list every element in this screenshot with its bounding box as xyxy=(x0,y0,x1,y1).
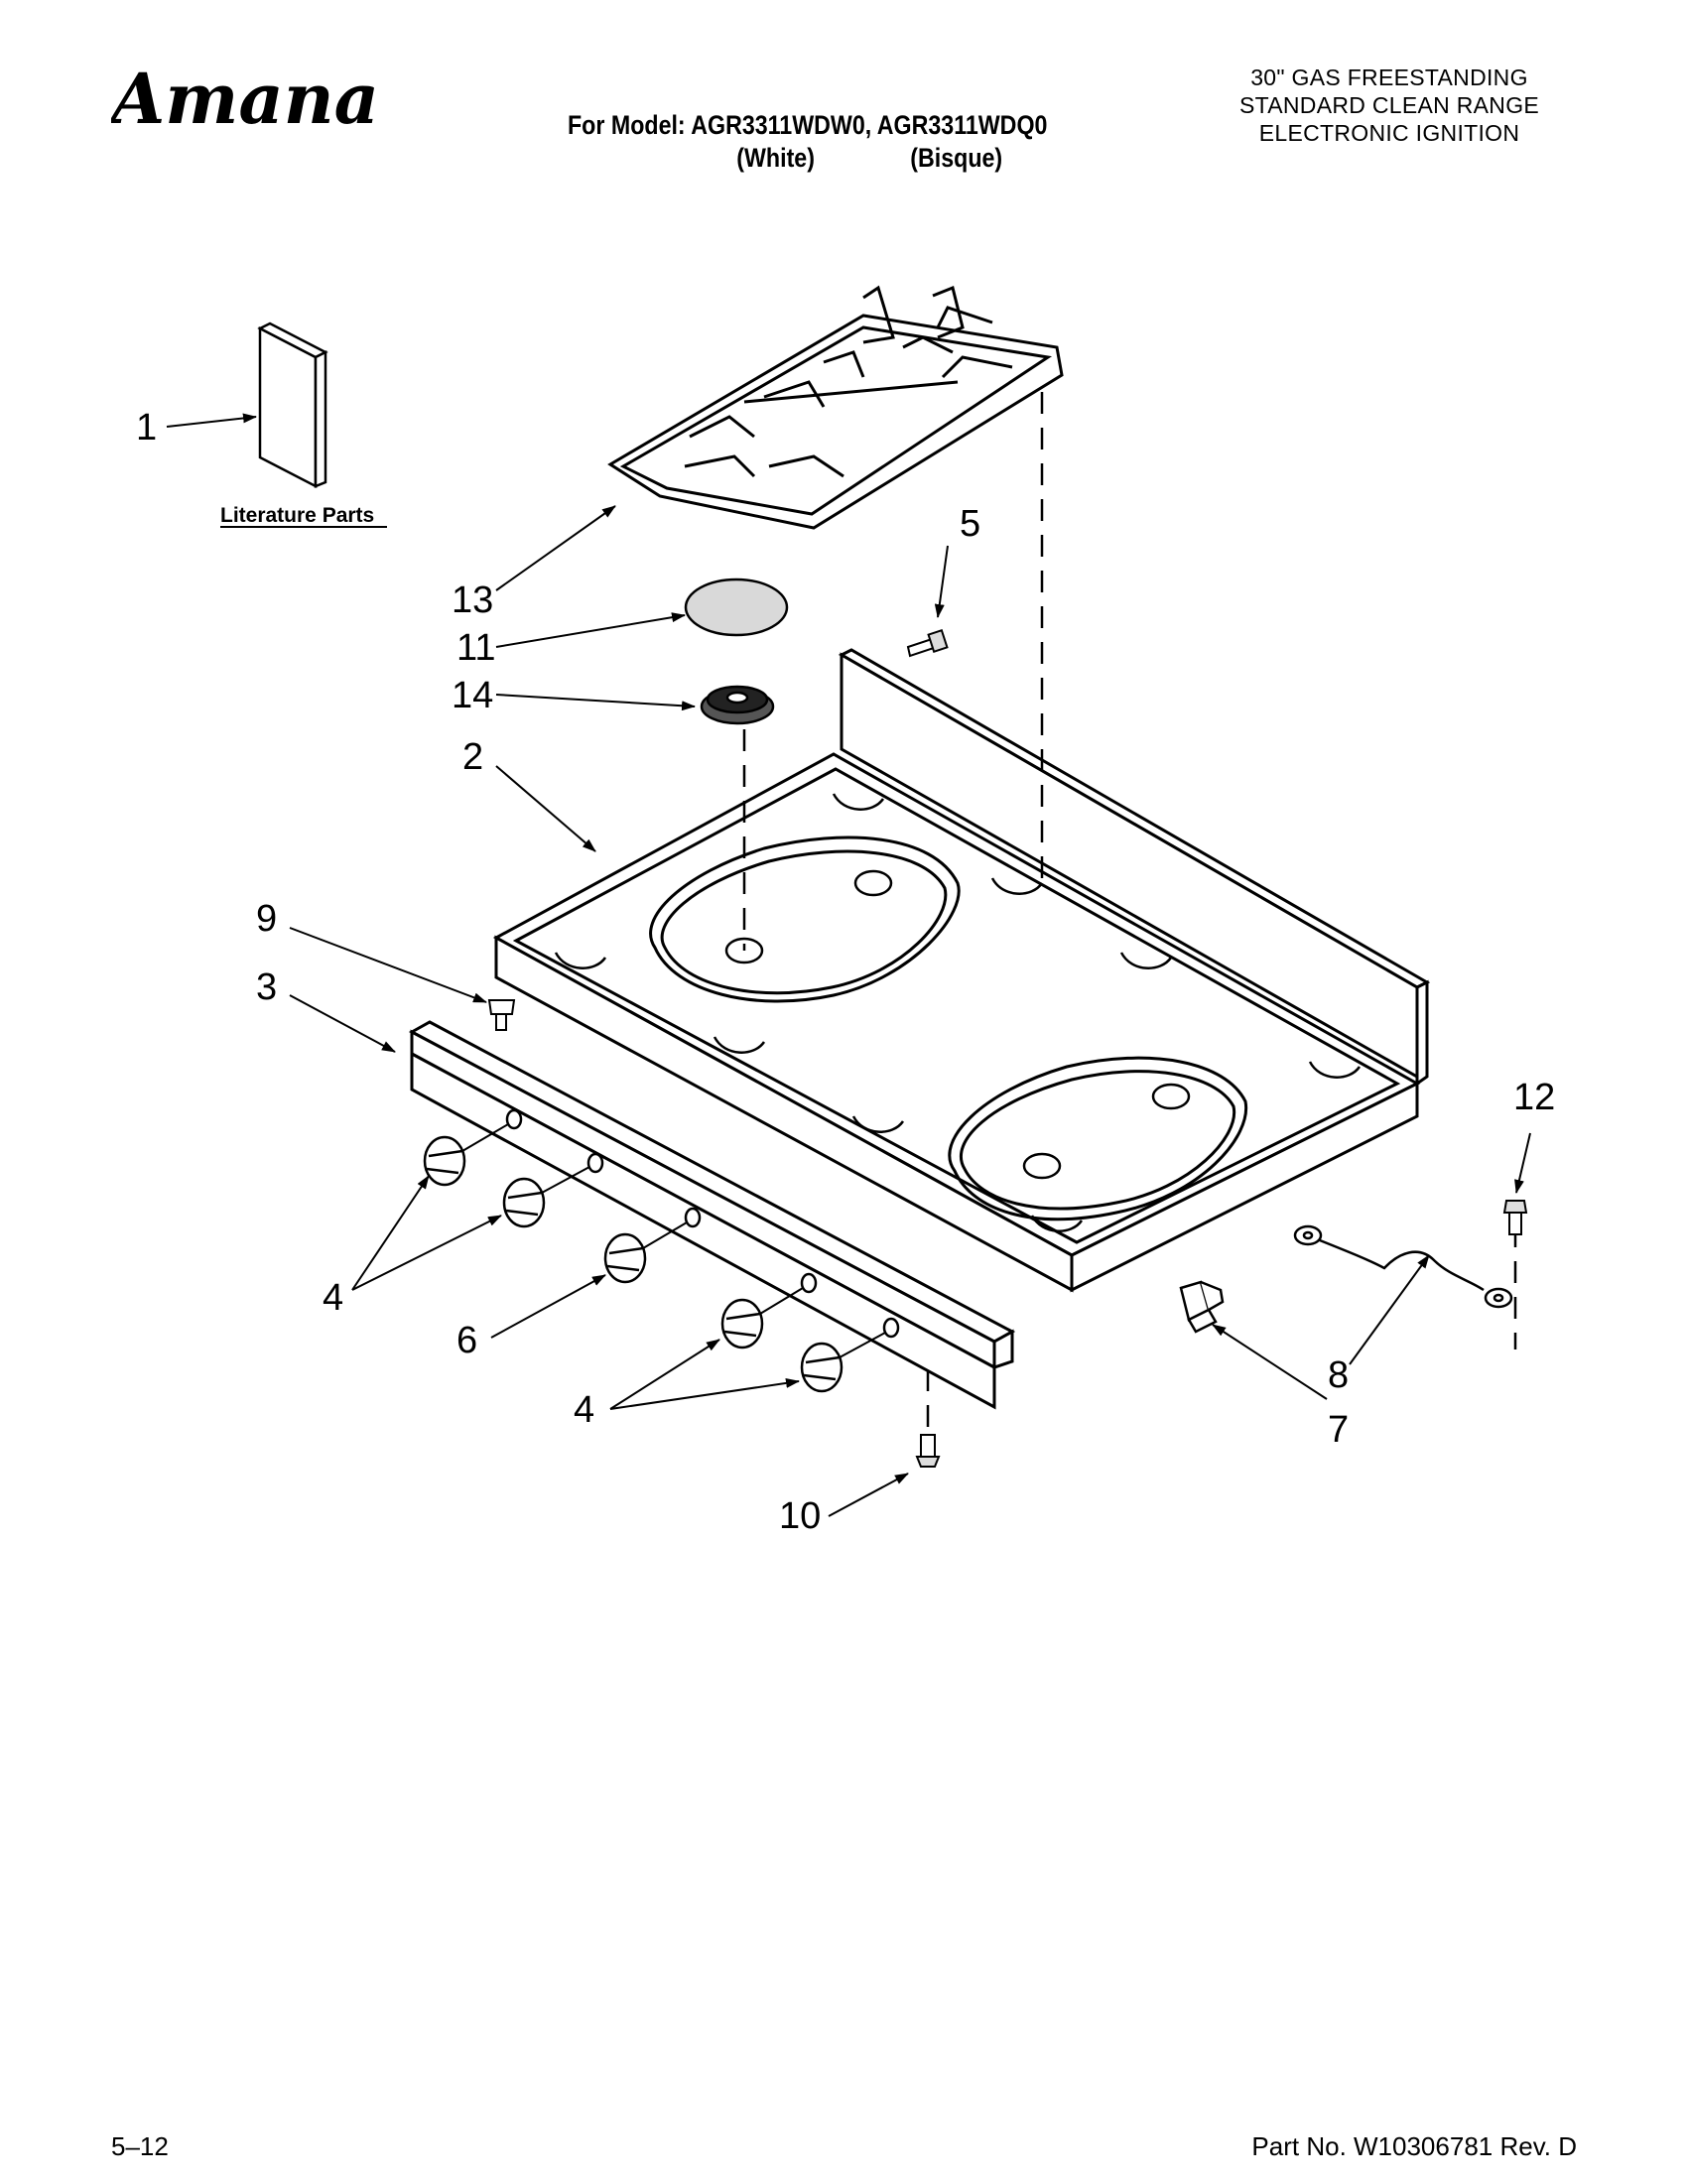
knob-to-panel-lines xyxy=(461,1123,886,1358)
literature-parts-label: Literature Parts xyxy=(220,504,374,527)
burner-holes xyxy=(724,869,1191,1180)
manifold-panel xyxy=(408,1020,1016,1410)
callout-8: 8 xyxy=(1328,1354,1349,1396)
bracket-clip-7 xyxy=(1179,1280,1225,1334)
burner-cap xyxy=(684,578,789,637)
callout-14: 14 xyxy=(452,675,493,716)
amana-logo-mark: Amana xyxy=(105,58,379,140)
callout-leaders xyxy=(166,413,1531,1517)
callout-1: 1 xyxy=(136,407,157,449)
screw-10 xyxy=(915,1434,941,1468)
ground-wire-8 xyxy=(1293,1224,1513,1309)
knob-2 xyxy=(502,1177,546,1228)
variant-white: (White) xyxy=(736,143,815,173)
burner-grate xyxy=(607,285,1064,530)
part-number: Part No. W10306781 Rev. D xyxy=(1251,2131,1577,2161)
deck-scallops xyxy=(554,793,1362,1232)
callout-3: 3 xyxy=(256,966,277,1008)
variant-bisque: (Bisque) xyxy=(910,143,1003,173)
burner-head xyxy=(700,685,775,725)
callout-11: 11 xyxy=(456,627,495,669)
callout-4-left: 4 xyxy=(323,1277,343,1319)
callout-13: 13 xyxy=(452,579,493,621)
knob-4 xyxy=(720,1298,764,1349)
callout-7: 7 xyxy=(1328,1409,1349,1451)
knob-3 xyxy=(603,1232,647,1284)
callout-6: 6 xyxy=(456,1320,477,1361)
brand-wordmark: Amana xyxy=(111,58,379,140)
callout-2: 2 xyxy=(462,736,483,778)
cooktop-main-top xyxy=(492,648,1431,1293)
description-line-1: 30" GAS FREESTANDING xyxy=(1250,64,1528,90)
amana-logo: Amana xyxy=(105,52,389,146)
callout-5: 5 xyxy=(960,503,980,545)
callout-4-right: 4 xyxy=(574,1389,594,1431)
description-line-2: STANDARD CLEAN RANGE xyxy=(1238,92,1540,118)
product-description: 30" GAS FREESTANDING STANDARD CLEAN RANG… xyxy=(1221,64,1558,147)
callout-12: 12 xyxy=(1513,1077,1555,1118)
panel-holes xyxy=(505,1108,900,1339)
control-knobs xyxy=(423,1135,844,1393)
callout-10: 10 xyxy=(779,1495,821,1537)
callout-numbers: 1 2 3 4 4 5 6 7 8 9 10 11 12 13 14 xyxy=(136,407,1555,1537)
model-numbers: For Model: AGR3311WDW0, AGR3311WDQ0 xyxy=(568,110,1048,140)
callout-9: 9 xyxy=(256,898,277,940)
literature-parts-booklet xyxy=(257,321,328,489)
model-heading: For Model: AGR3311WDW0, AGR3311WDQ0 (Whi… xyxy=(568,109,1047,175)
knob-5 xyxy=(800,1342,844,1393)
screw-12 xyxy=(1502,1200,1528,1235)
panel-stop-9 xyxy=(487,999,516,1031)
description-line-3: ELECTRONIC IGNITION xyxy=(1258,120,1520,146)
screw-5 xyxy=(906,629,949,658)
burner-recesses xyxy=(649,835,1248,1221)
model-variants: (White) (Bisque) xyxy=(736,142,1047,175)
alignment-lines xyxy=(742,392,1517,1434)
knob-1 xyxy=(423,1135,466,1187)
page-number: 5–12 xyxy=(111,2131,169,2161)
